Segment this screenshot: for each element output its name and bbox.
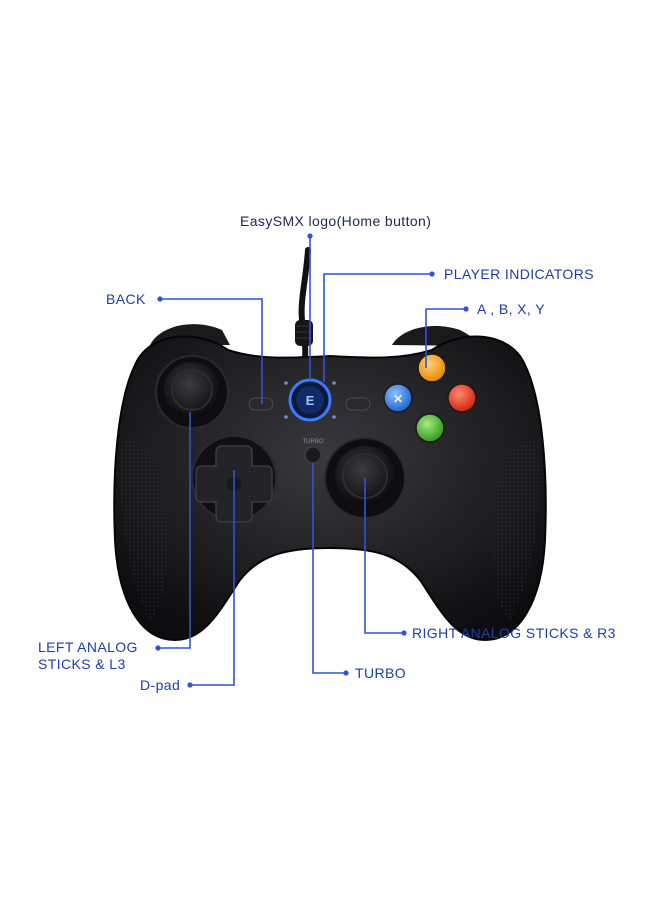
leader-left-analog — [158, 412, 191, 649]
label-player-indicators: PLAYER INDICATORS — [444, 266, 594, 282]
label-right-analog: RIGHT ANALOG STICKS & R3 — [412, 625, 616, 641]
home-button — [296, 386, 324, 414]
right-grip-texture — [493, 440, 540, 620]
label-dpad: D-pad — [140, 677, 181, 693]
leader-dpad — [190, 470, 235, 686]
label-home-button: EasySMX logo(Home button) — [240, 213, 432, 229]
leader-dots — [155, 233, 469, 688]
turbo-button — [304, 446, 322, 464]
label-back: BACK — [106, 291, 146, 307]
svg-text:✕: ✕ — [393, 392, 403, 406]
back-button — [248, 397, 274, 411]
b-button — [447, 383, 477, 413]
label-left-analog-line2: STICKS & L3 — [38, 656, 126, 672]
svg-text:E: E — [306, 393, 315, 408]
usb-cable — [298, 247, 311, 363]
left-grip-texture — [120, 440, 167, 620]
leader-abxy — [425, 308, 466, 368]
a-button — [415, 413, 445, 443]
leader-back — [160, 298, 263, 404]
leader-lines — [158, 236, 466, 686]
y-button — [417, 353, 447, 383]
start-button — [345, 397, 371, 411]
turbo-button-text: TURBO — [303, 439, 324, 445]
leader-player-indicators — [323, 273, 432, 382]
x-button — [383, 383, 413, 413]
label-abxy: A , B, X, Y — [477, 301, 545, 317]
leader-right-analog — [364, 478, 404, 634]
label-turbo: TURBO — [355, 665, 406, 681]
label-left-analog-line1: LEFT ANALOG — [38, 639, 138, 655]
leader-turbo — [312, 463, 346, 674]
